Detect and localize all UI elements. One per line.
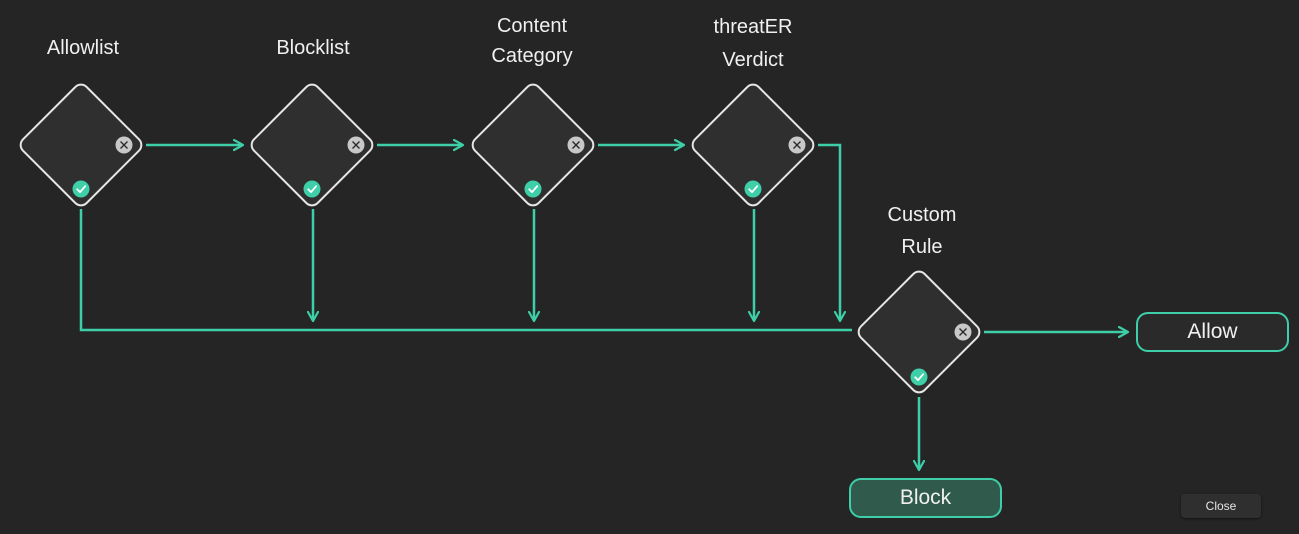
x-icon: [115, 136, 133, 154]
node-label-allowlist: Allowlist: [3, 33, 163, 63]
node-label-line: Content: [496, 15, 568, 37]
node-label-line: Verdict: [722, 49, 784, 71]
connector-allowlist-bus: [79, 209, 852, 332]
node-label-threater-verdict: threatER Verdict: [673, 11, 833, 77]
node-label-line: Blocklist: [276, 37, 350, 59]
check-icon: [910, 368, 928, 386]
node-label-line: Allowlist: [46, 37, 120, 59]
x-icon: [788, 136, 806, 154]
check-icon: [303, 180, 321, 198]
decision-node-custom-rule: [857, 270, 981, 394]
node-label-content-category: Content Category: [452, 11, 612, 71]
check-icon: [744, 180, 762, 198]
x-icon: [347, 136, 365, 154]
outcome-block: Block: [849, 478, 1002, 518]
node-label-blocklist: Blocklist: [233, 33, 393, 63]
decision-node-blocklist: [250, 83, 374, 207]
check-icon: [524, 180, 542, 198]
decision-node-threater-verdict: [691, 83, 815, 207]
node-label-line: Category: [491, 45, 573, 67]
check-icon: [72, 180, 90, 198]
connector-threater-verdict-to-custom-rule: [818, 143, 840, 321]
decision-node-allowlist: [19, 83, 143, 207]
node-label-line: Rule: [901, 236, 943, 258]
node-label-line: Custom: [887, 204, 957, 226]
x-icon: [567, 136, 585, 154]
close-button[interactable]: Close: [1181, 494, 1261, 518]
x-icon: [954, 323, 972, 341]
node-label-line: threatER: [713, 16, 793, 38]
outcome-allow: Allow: [1136, 312, 1289, 352]
node-label-custom-rule: Custom Rule: [842, 199, 1002, 263]
decision-node-content-category: [471, 83, 595, 207]
